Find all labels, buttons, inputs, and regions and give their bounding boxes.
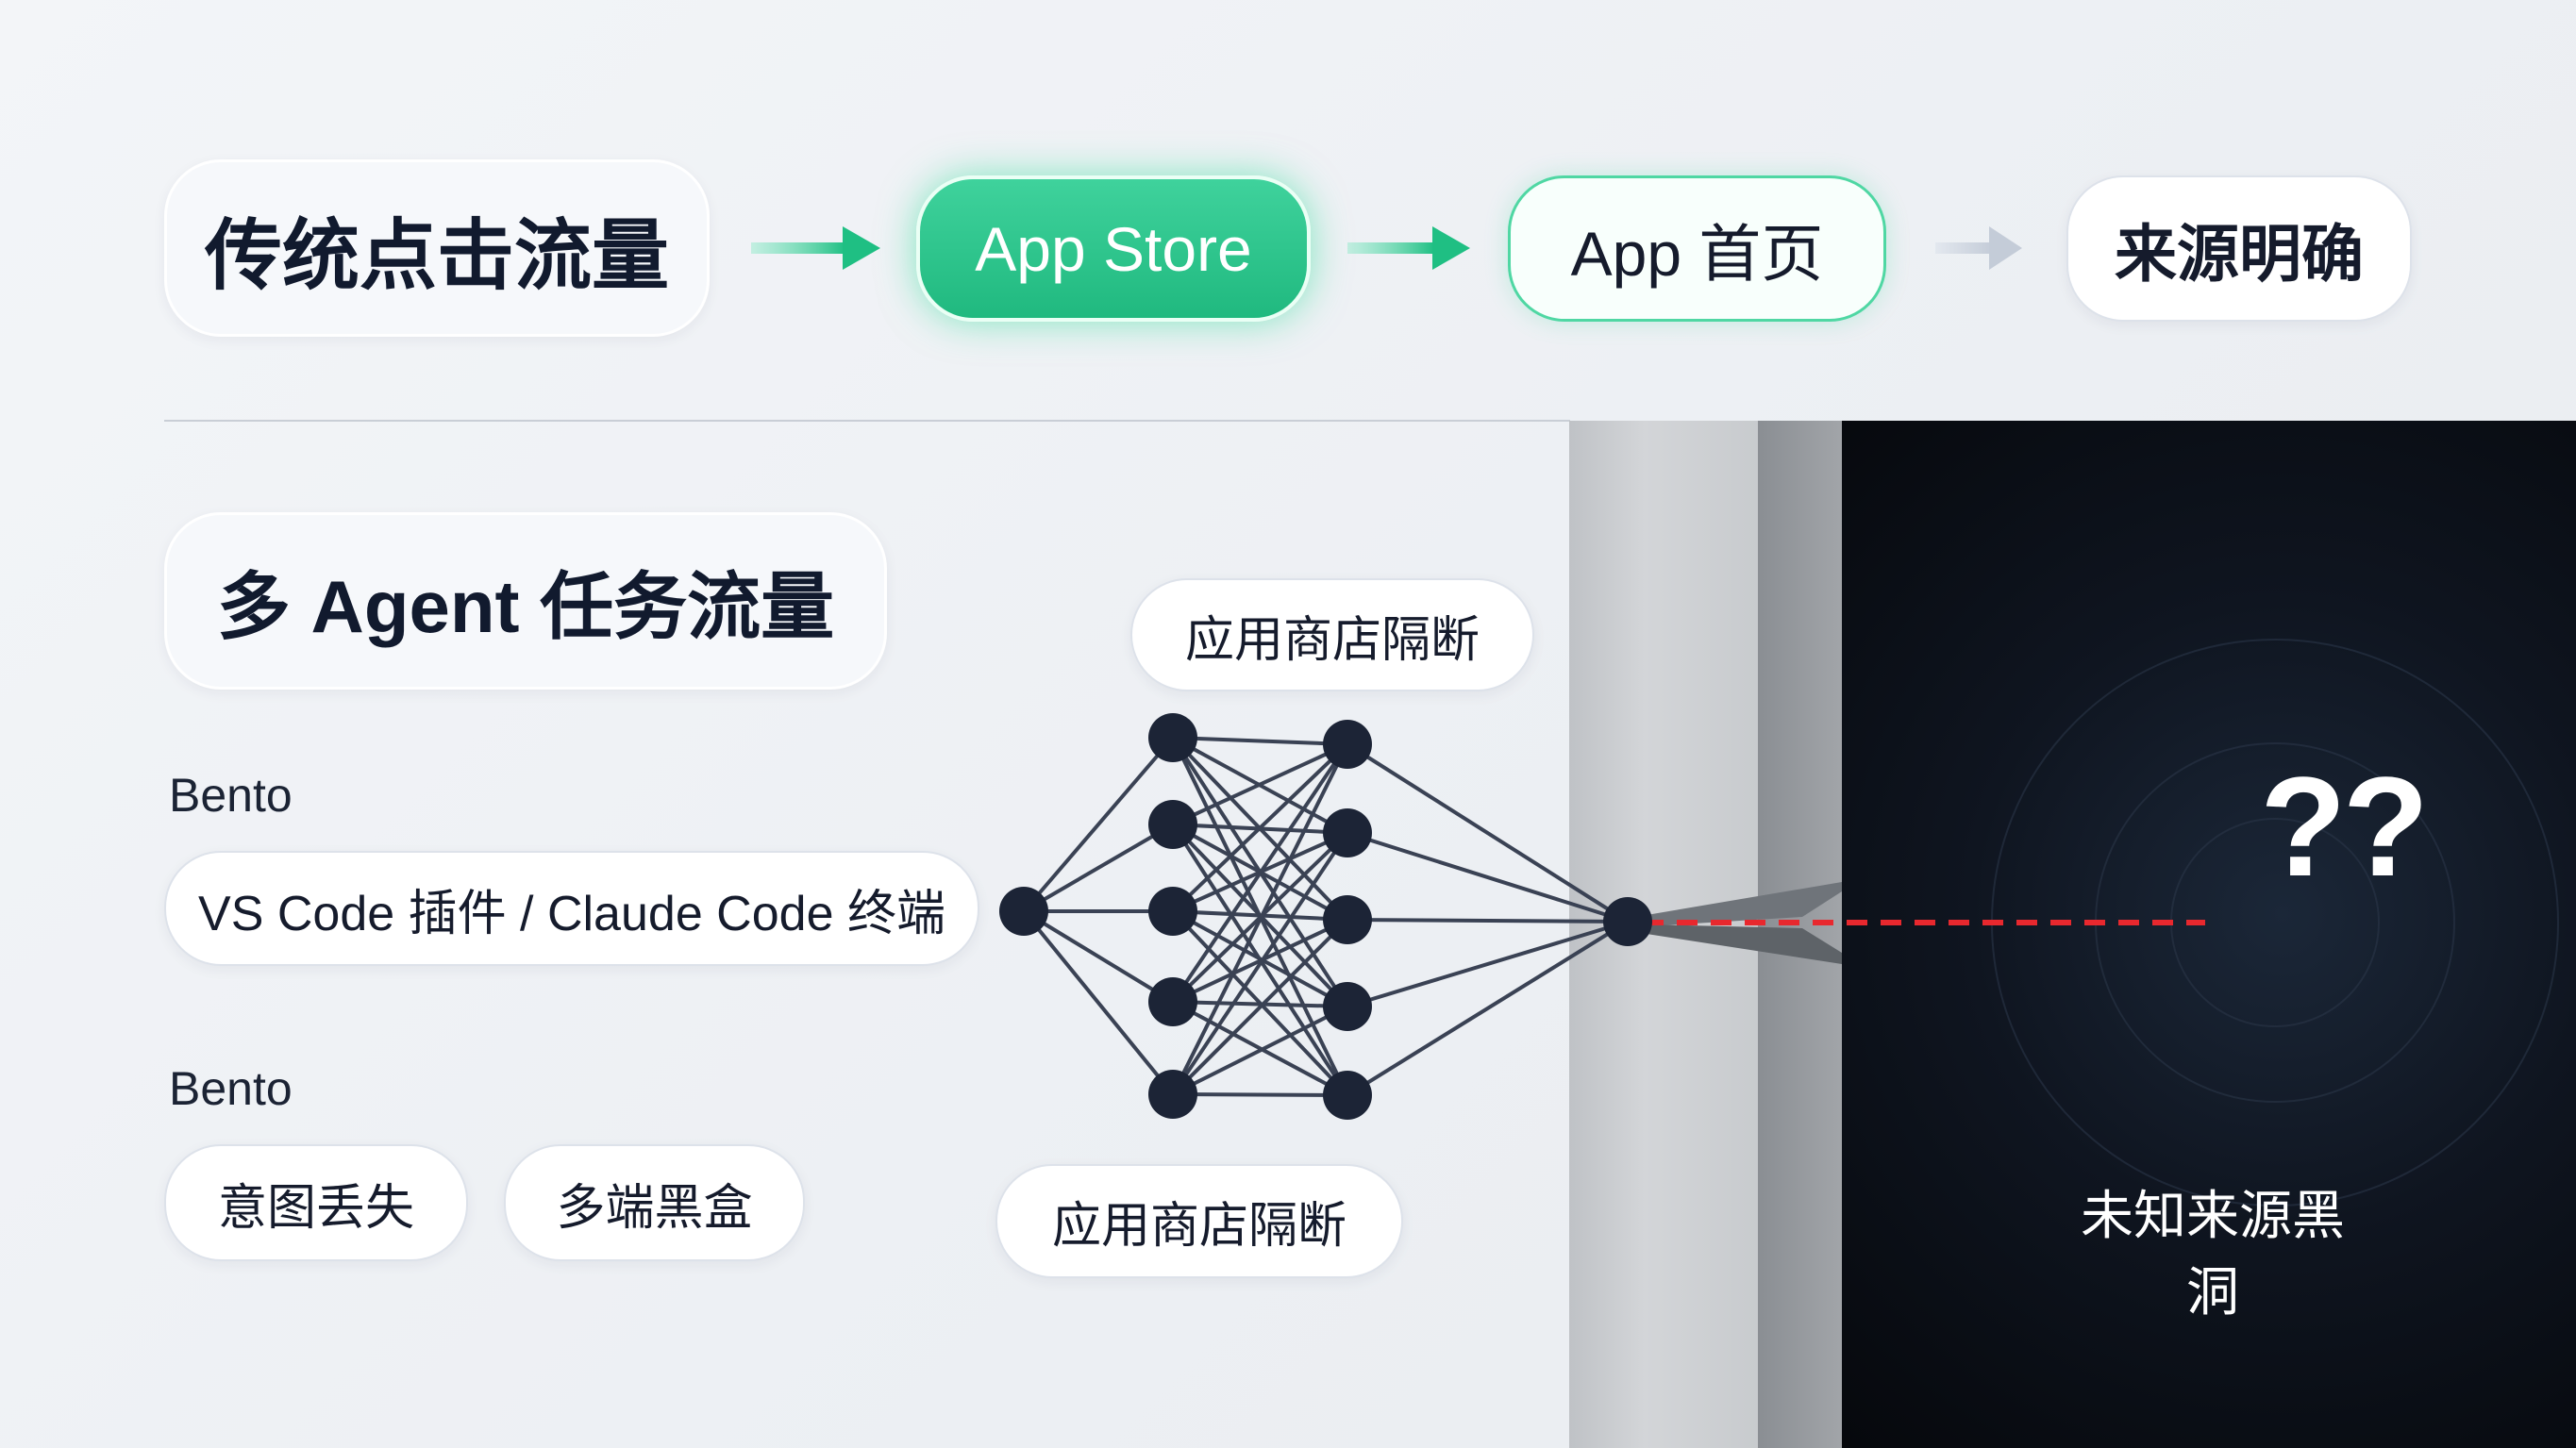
source-clear-label: 来源明确 [2115, 218, 2364, 289]
network-edge [1347, 920, 1629, 1008]
network-node [999, 887, 1048, 936]
source-clear-step: 来源明确 [2066, 175, 2412, 322]
vscode-claude-label: VS Code 插件 / Claude Code 终端 [198, 886, 945, 941]
black-hole-label: 未知来源黑洞 [2081, 1186, 2345, 1322]
network-node [1148, 713, 1197, 762]
network-node [1323, 982, 1372, 1031]
network-edge [1022, 736, 1175, 913]
network-edge [1171, 742, 1349, 913]
app-store-step: App Store [916, 175, 1311, 322]
network-edge [1171, 743, 1349, 1095]
barrier-label-bottom-text: 应用商店隔断 [1051, 1199, 1347, 1254]
question-marks-icon: ?? [2260, 747, 2429, 906]
network-edge [1172, 1092, 1348, 1097]
network-edge [1346, 920, 1630, 1097]
traditional-traffic-pill: 传统点击流量 [164, 159, 710, 337]
barrier-label-top: 应用商店隔断 [1130, 578, 1534, 691]
network-node [1323, 720, 1372, 769]
network-edge [1022, 823, 1175, 913]
network-edge [1022, 909, 1175, 1004]
network-node [1323, 1071, 1372, 1120]
network-edge [1171, 918, 1349, 1096]
group1-label: Bento [169, 769, 293, 822]
app-home-step: App 首页 [1508, 175, 1886, 322]
network-edge [1347, 918, 1629, 924]
network-edge [1022, 909, 1175, 1096]
ripple-ring [1991, 639, 2559, 1207]
multi-agent-traffic-pill: 多 Agent 任务流量 [164, 512, 887, 690]
network-edge [1171, 831, 1349, 1096]
wall-crack [1647, 924, 1842, 964]
network-node [1148, 977, 1197, 1026]
network-node [1148, 800, 1197, 849]
multi-end-blackbox-label: 多端黑盒 [556, 1180, 753, 1236]
group2-label: Bento [169, 1062, 293, 1115]
network-node [1148, 887, 1197, 936]
network-edge [1171, 742, 1349, 1004]
network-edge [1172, 736, 1348, 746]
network-node [1148, 1070, 1197, 1119]
app-home-label: App 首页 [1570, 218, 1824, 289]
traditional-traffic-label: 传统点击流量 [204, 212, 669, 299]
network-edge [1346, 742, 1630, 924]
app-store-label: App Store [975, 213, 1252, 284]
network-node [1603, 897, 1652, 946]
network-edge [1172, 1005, 1348, 1096]
intent-lost-label: 意图丢失 [217, 1180, 414, 1236]
multi-end-blackbox-pill: 多端黑盒 [504, 1144, 805, 1261]
barrier-label-top-text: 应用商店隔断 [1184, 612, 1480, 668]
network-edge [1172, 742, 1348, 826]
network-edge [1172, 1000, 1348, 1008]
multi-agent-traffic-label: 多 Agent 任务流量 [216, 565, 835, 648]
network-edge [1347, 831, 1629, 924]
network-node [1323, 808, 1372, 857]
wall-crack [1647, 882, 1842, 926]
barrier-label-bottom: 应用商店隔断 [995, 1164, 1403, 1278]
section-divider [164, 420, 1570, 422]
network-node [1323, 895, 1372, 944]
intent-lost-pill: 意图丢失 [164, 1144, 468, 1261]
vscode-claude-pill: VS Code 插件 / Claude Code 终端 [164, 851, 979, 966]
